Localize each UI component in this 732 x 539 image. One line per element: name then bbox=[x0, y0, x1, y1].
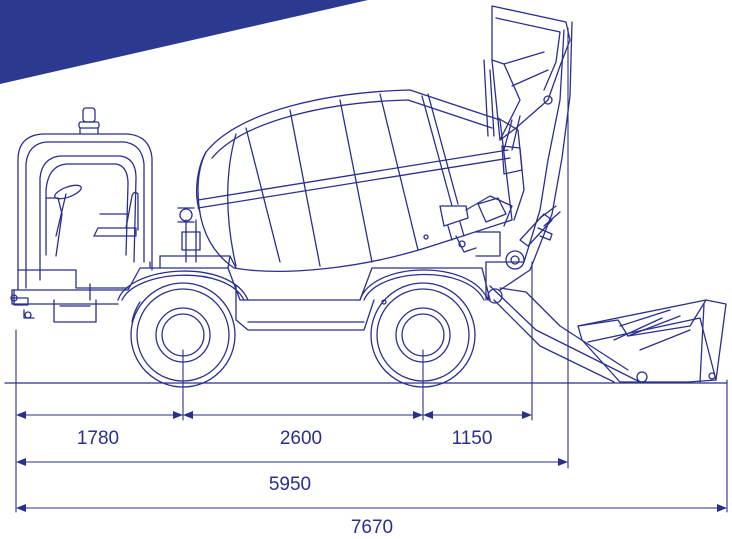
dim-label-front-overhang: 1780 bbox=[77, 428, 119, 449]
dim-label-overall-length: 5950 bbox=[269, 474, 311, 495]
corner-banner bbox=[0, 0, 368, 84]
dim-label-rear-overhang: 1150 bbox=[452, 428, 493, 449]
loader-arm bbox=[485, 21, 648, 383]
dim-label-wheelbase: 2600 bbox=[280, 428, 322, 449]
lowered-bucket bbox=[577, 299, 727, 383]
dim-label-overall-length-bucket-down: 7670 bbox=[351, 517, 393, 538]
vehicle-outline bbox=[4, 5, 728, 388]
operator-cab bbox=[17, 107, 153, 323]
dimension-arrows bbox=[16, 411, 727, 512]
mixer-drum bbox=[197, 89, 525, 272]
raised-bucket bbox=[483, 5, 571, 151]
dimension-lines bbox=[15, 27, 728, 513]
